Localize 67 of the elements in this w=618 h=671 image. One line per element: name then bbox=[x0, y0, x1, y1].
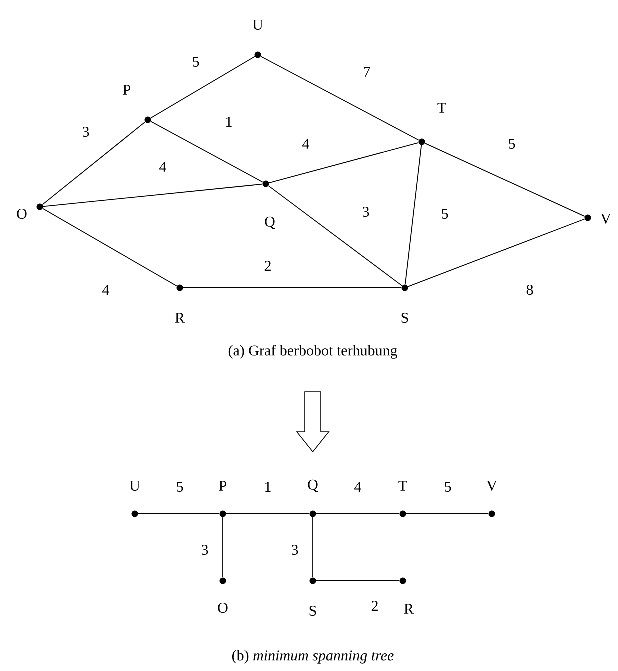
node-label: T bbox=[438, 103, 446, 113]
edge bbox=[408, 218, 586, 288]
edge bbox=[312, 517, 314, 578]
node-label: Q bbox=[308, 480, 318, 492]
node-label: O bbox=[17, 208, 27, 220]
edge bbox=[316, 580, 400, 582]
node-label: U bbox=[130, 481, 140, 491]
edge-weight: 2 bbox=[263, 260, 273, 272]
vertex: V bbox=[486, 480, 498, 518]
vertex: P bbox=[219, 481, 227, 518]
edge bbox=[424, 142, 586, 218]
edge-weight: 3 bbox=[290, 544, 300, 556]
edge bbox=[404, 144, 422, 286]
vertex: Q bbox=[262, 180, 276, 230]
edge-weight: 5 bbox=[440, 208, 450, 220]
edge-weight: 3 bbox=[81, 126, 91, 138]
node-label: R bbox=[175, 313, 185, 323]
edge-weight: 2 bbox=[370, 600, 380, 612]
vertex: O bbox=[218, 578, 228, 614]
edge bbox=[42, 208, 178, 287]
vertex: S bbox=[310, 578, 316, 616]
node-label: R bbox=[404, 604, 414, 614]
edge-weight: 5 bbox=[175, 481, 185, 493]
vertex: T bbox=[398, 481, 408, 518]
vertex: R bbox=[175, 284, 185, 323]
edge-weight: 4 bbox=[101, 284, 111, 296]
edge bbox=[268, 186, 403, 286]
caption: (a) Graf berbobot terhubung bbox=[228, 345, 398, 359]
vertex: R bbox=[400, 578, 414, 614]
node-label: U bbox=[252, 20, 264, 30]
edge bbox=[268, 142, 420, 184]
edge-weight: 7 bbox=[362, 66, 372, 78]
node-label: T bbox=[398, 481, 408, 491]
edge-weight: 4 bbox=[353, 481, 363, 493]
vertex: U bbox=[252, 20, 264, 58]
node-label: P bbox=[219, 481, 227, 491]
caption: (b) minimum spanning tree bbox=[232, 650, 394, 664]
edge-weight: 5 bbox=[443, 481, 453, 493]
edge-weight: 3 bbox=[200, 544, 210, 556]
vertex: U bbox=[130, 481, 140, 518]
node-label: O bbox=[218, 602, 228, 614]
vertex: S bbox=[402, 284, 408, 324]
edge-weight: 1 bbox=[263, 481, 273, 493]
edge bbox=[222, 517, 224, 578]
edge bbox=[42, 184, 264, 208]
edge-weight: 5 bbox=[191, 56, 201, 68]
vertex: T bbox=[418, 103, 446, 146]
node-label: S bbox=[402, 312, 408, 324]
edge bbox=[260, 56, 420, 141]
node-label: S bbox=[310, 606, 316, 616]
vertex: O bbox=[17, 204, 44, 220]
edge-weight: 3 bbox=[361, 206, 371, 218]
vertex: P bbox=[123, 85, 152, 124]
vertex: Q bbox=[308, 480, 318, 518]
edge bbox=[150, 56, 256, 119]
node-label: V bbox=[486, 480, 498, 492]
edge bbox=[150, 121, 264, 183]
edge-weight: 5 bbox=[507, 138, 517, 150]
vertex: V bbox=[584, 214, 612, 224]
edge-weight: 4 bbox=[158, 161, 168, 173]
node-label: Q bbox=[265, 216, 276, 230]
edge-weight: 4 bbox=[301, 138, 311, 150]
edge-weight: 8 bbox=[525, 284, 535, 296]
node-label: V bbox=[600, 214, 612, 224]
edge-weight: 1 bbox=[224, 116, 234, 128]
edge bbox=[42, 122, 146, 206]
node-label: P bbox=[123, 85, 131, 95]
